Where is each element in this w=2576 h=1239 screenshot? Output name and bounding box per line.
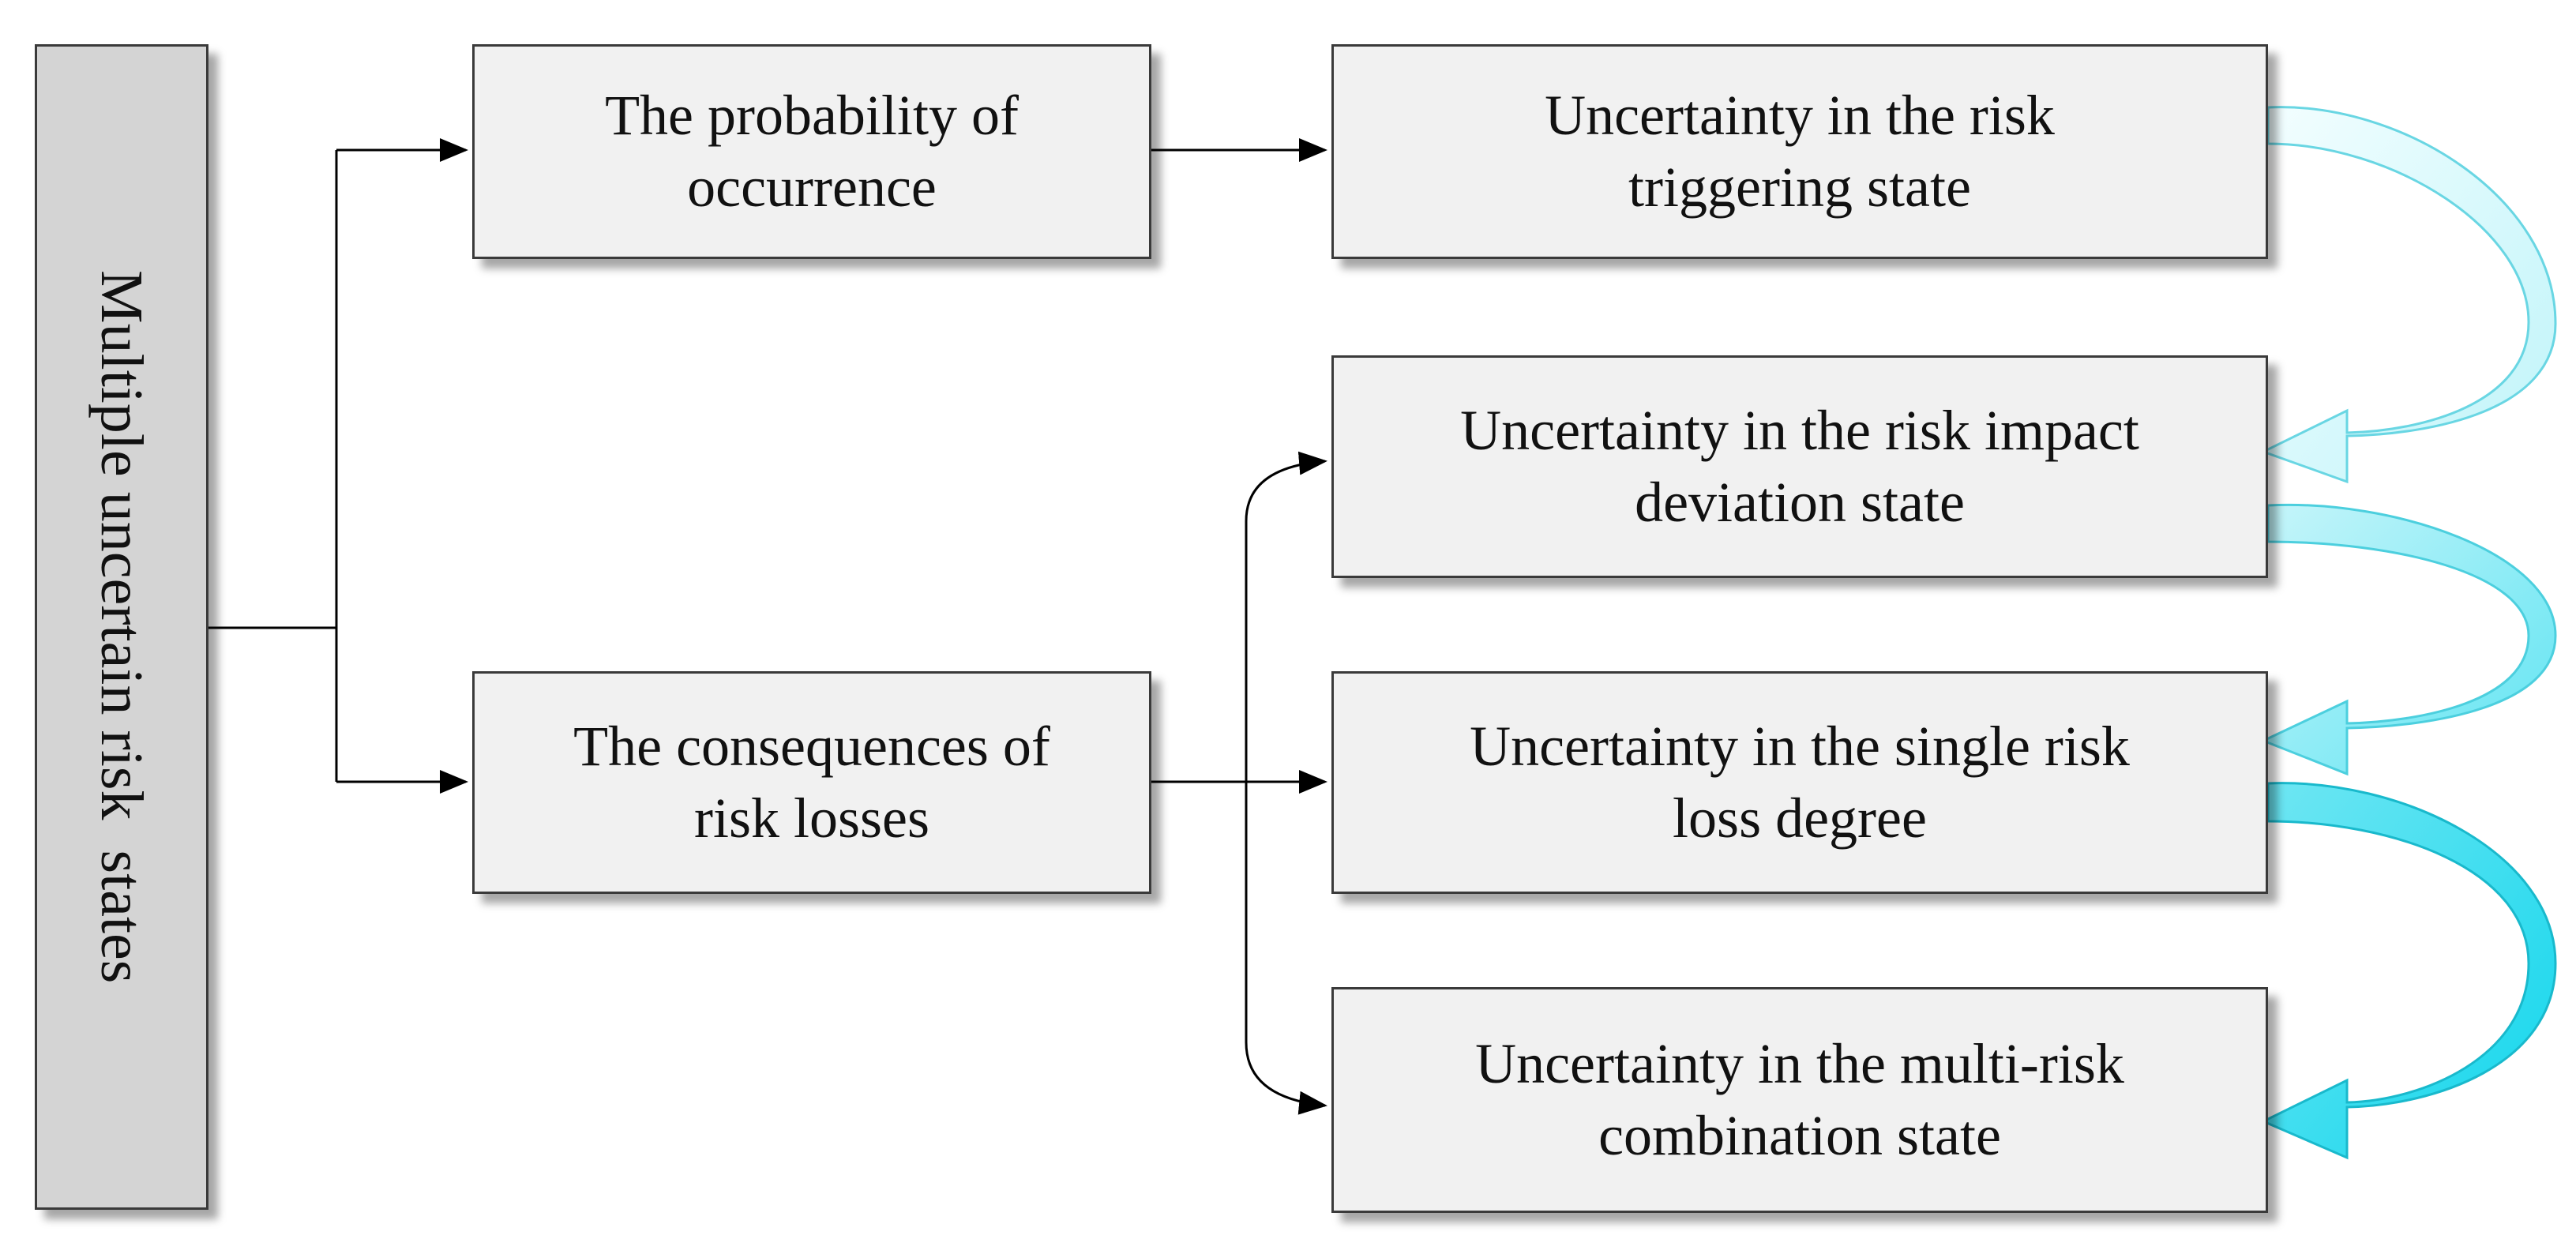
arrow-consequences-to-multi — [1245, 782, 1327, 1115]
branch-box-probability: The probability of occurrence — [472, 44, 1151, 259]
multi-label-line1: Uncertainty in the multi-risk — [1475, 1031, 2124, 1095]
consequences-label-line2: risk losses — [693, 787, 930, 850]
curved-arrow-triggering-to-impact — [2260, 106, 2557, 484]
multi-label-line2: combination state — [1598, 1104, 2001, 1167]
single-label-line1: Uncertainty in the single risk — [1470, 714, 2130, 778]
single-label-line2: loss degree — [1673, 787, 1927, 850]
state-box-multi-risk-combination: Uncertainty in the multi-risk combinatio… — [1331, 987, 2268, 1213]
root-label: Multiple uncertain risk states — [88, 270, 155, 984]
branch-box-consequences: The consequences of risk losses — [472, 671, 1151, 894]
impact-label-line1: Uncertainty in the risk impact — [1460, 398, 2139, 462]
curved-arrow-impact-to-single — [2260, 503, 2557, 776]
triggering-label-line2: triggering state — [1628, 156, 1971, 219]
curved-arrow-single-to-multi — [2260, 782, 2557, 1160]
consequences-label-line1: The consequences of — [573, 714, 1050, 778]
state-box-single-risk-loss: Uncertainty in the single risk loss degr… — [1331, 671, 2268, 894]
impact-label-line2: deviation state — [1635, 471, 1965, 534]
arrow-consequences-to-impact — [1245, 451, 1327, 782]
probability-label-line1: The probability of — [605, 83, 1019, 147]
probability-label-line2: occurrence — [687, 156, 937, 219]
root-box-multiple-uncertain-risk-states: Multiple uncertain risk states — [35, 44, 208, 1210]
state-box-impact-deviation: Uncertainty in the risk impact deviation… — [1331, 355, 2268, 578]
triggering-label-line1: Uncertainty in the risk — [1545, 83, 2055, 147]
state-box-triggering: Uncertainty in the risk triggering state — [1331, 44, 2268, 259]
